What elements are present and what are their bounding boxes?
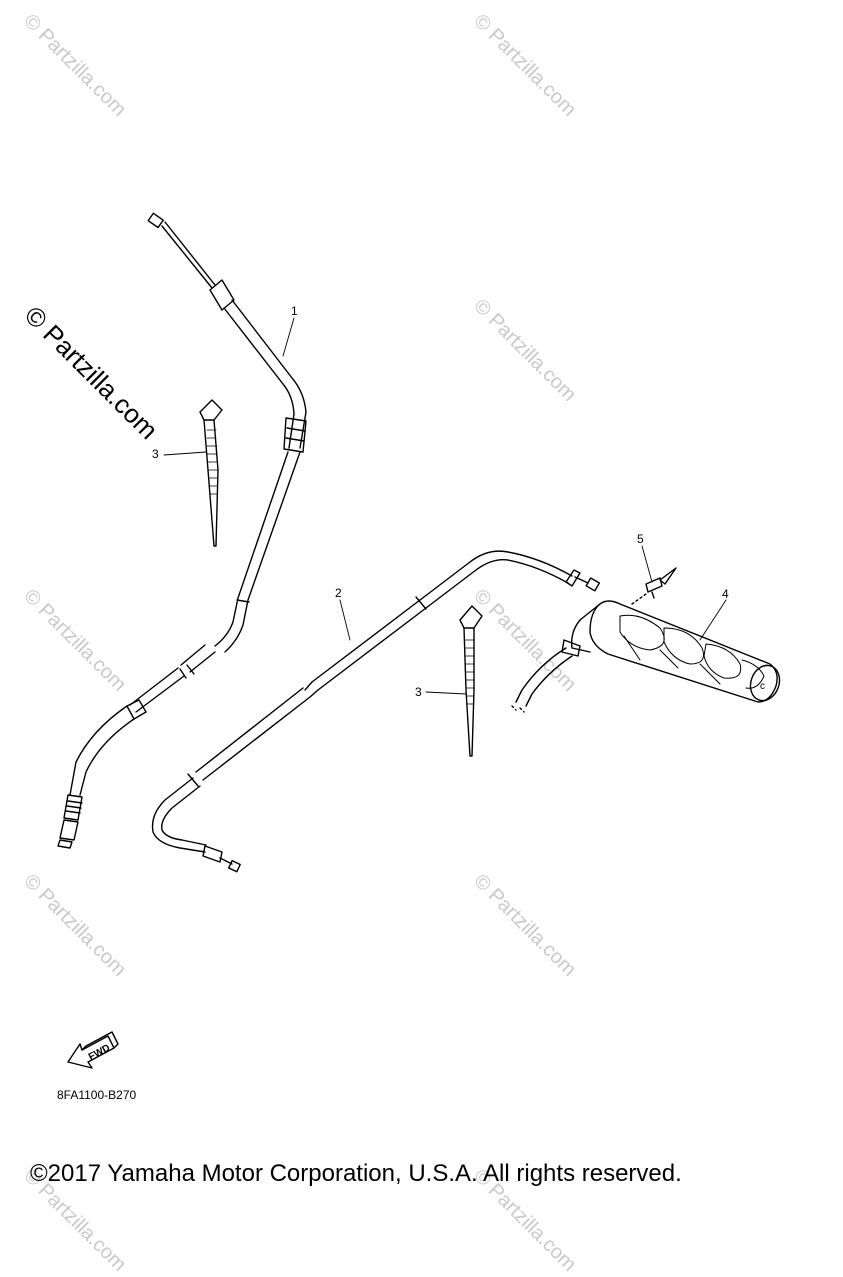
callout-5: 5 xyxy=(637,532,644,546)
cable-tie-part-3a xyxy=(199,399,223,547)
cable-tie-part-3b xyxy=(459,605,483,757)
svg-text:c: c xyxy=(760,681,765,692)
callout-1: 1 xyxy=(291,304,298,318)
callout-2: 2 xyxy=(335,586,342,600)
diagram-code: 8FA1100-B270 xyxy=(57,1088,137,1102)
callout-3b: 3 xyxy=(415,685,422,699)
copyright-notice: ©2017 Yamaha Motor Corporation, U.S.A. A… xyxy=(30,1160,682,1187)
grip-part-4: c xyxy=(511,600,781,713)
callout-4: 4 xyxy=(722,587,729,601)
callout-3a: 3 xyxy=(152,447,159,461)
leader-lines xyxy=(163,317,727,695)
cable-part-2 xyxy=(151,550,601,873)
parts-diagram: c xyxy=(57,212,781,1069)
cable-part-1 xyxy=(57,212,307,849)
clip-part-5 xyxy=(631,567,677,605)
fwd-arrow-icon xyxy=(67,1031,119,1069)
